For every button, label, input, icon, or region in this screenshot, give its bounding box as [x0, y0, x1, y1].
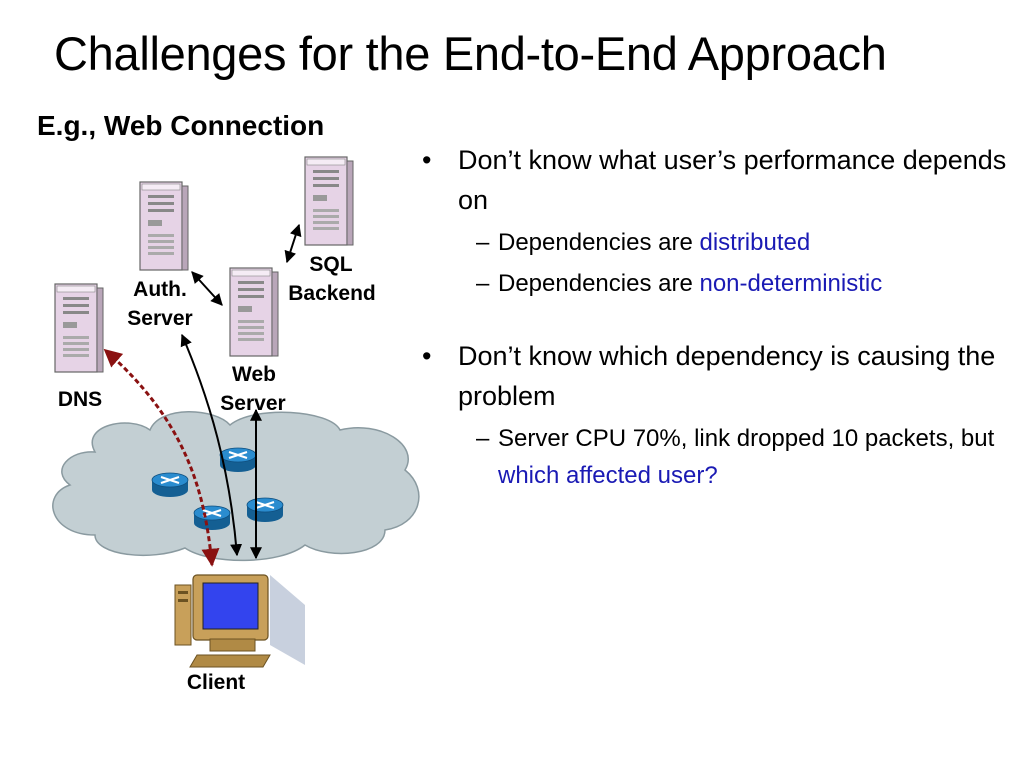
- dns-label: DNS: [58, 388, 102, 411]
- link-web-auth: [191, 271, 223, 306]
- highlight-text: which affected user?: [498, 462, 718, 489]
- router-icon: [246, 497, 284, 523]
- client-label: Client: [187, 671, 245, 694]
- sub-bullet-text: Dependencies are: [498, 270, 700, 297]
- bullet-item: • Don’t know which dependency is causing…: [422, 336, 1022, 416]
- client-computer-icon: [174, 574, 305, 668]
- dash-marker: –: [476, 270, 490, 297]
- dash-marker: –: [476, 229, 490, 256]
- web-connection-diagram: SQL Backend Auth. Server Web Server DNS …: [52, 156, 420, 694]
- bullet-marker: •: [422, 341, 432, 371]
- dash-marker: –: [476, 425, 490, 452]
- bullet-list: • Don’t know what user’s performance dep…: [422, 140, 1022, 494]
- web-server-icon: [229, 267, 279, 357]
- sub-bullet-item: – Dependencies are distributed: [422, 224, 1022, 261]
- auth-label: Auth.: [133, 278, 187, 301]
- link-web-sql: [284, 223, 302, 264]
- router-icon: [193, 505, 231, 531]
- sub-bullet-text: Server CPU 70%, link dropped 10 packets,…: [498, 425, 995, 452]
- diagram-subtitle: E.g., Web Connection: [37, 110, 325, 141]
- highlight-text: distributed: [699, 229, 811, 256]
- dns-server-icon: [54, 283, 104, 373]
- web-server-label: Server: [220, 392, 285, 415]
- bullet-marker: •: [422, 145, 432, 175]
- sub-bullet-item: – Dependencies are non-deterministic: [422, 265, 1022, 302]
- bullet-item: • Don’t know what user’s performance dep…: [422, 140, 1022, 220]
- sub-bullet-item: – Server CPU 70%, link dropped 10 packet…: [422, 420, 1022, 494]
- router-icon: [151, 472, 189, 498]
- sql-backend-server-icon: [304, 156, 354, 246]
- web-label: Web: [232, 363, 276, 386]
- sql-label: SQL: [309, 253, 352, 276]
- bullet-text: Don’t know what user’s performance depen…: [458, 145, 1007, 215]
- sub-bullet-text: Dependencies are: [498, 229, 700, 256]
- highlight-text: non-deterministic: [699, 270, 883, 297]
- link-client-auth: [180, 333, 243, 557]
- slide-title: Challenges for the End-to-End Approach: [54, 27, 887, 80]
- bullet-text: Don’t know which dependency is causing t…: [458, 341, 996, 411]
- auth-server-icon: [139, 181, 189, 271]
- backend-label: Backend: [288, 282, 376, 305]
- auth-server-label: Server: [127, 307, 192, 330]
